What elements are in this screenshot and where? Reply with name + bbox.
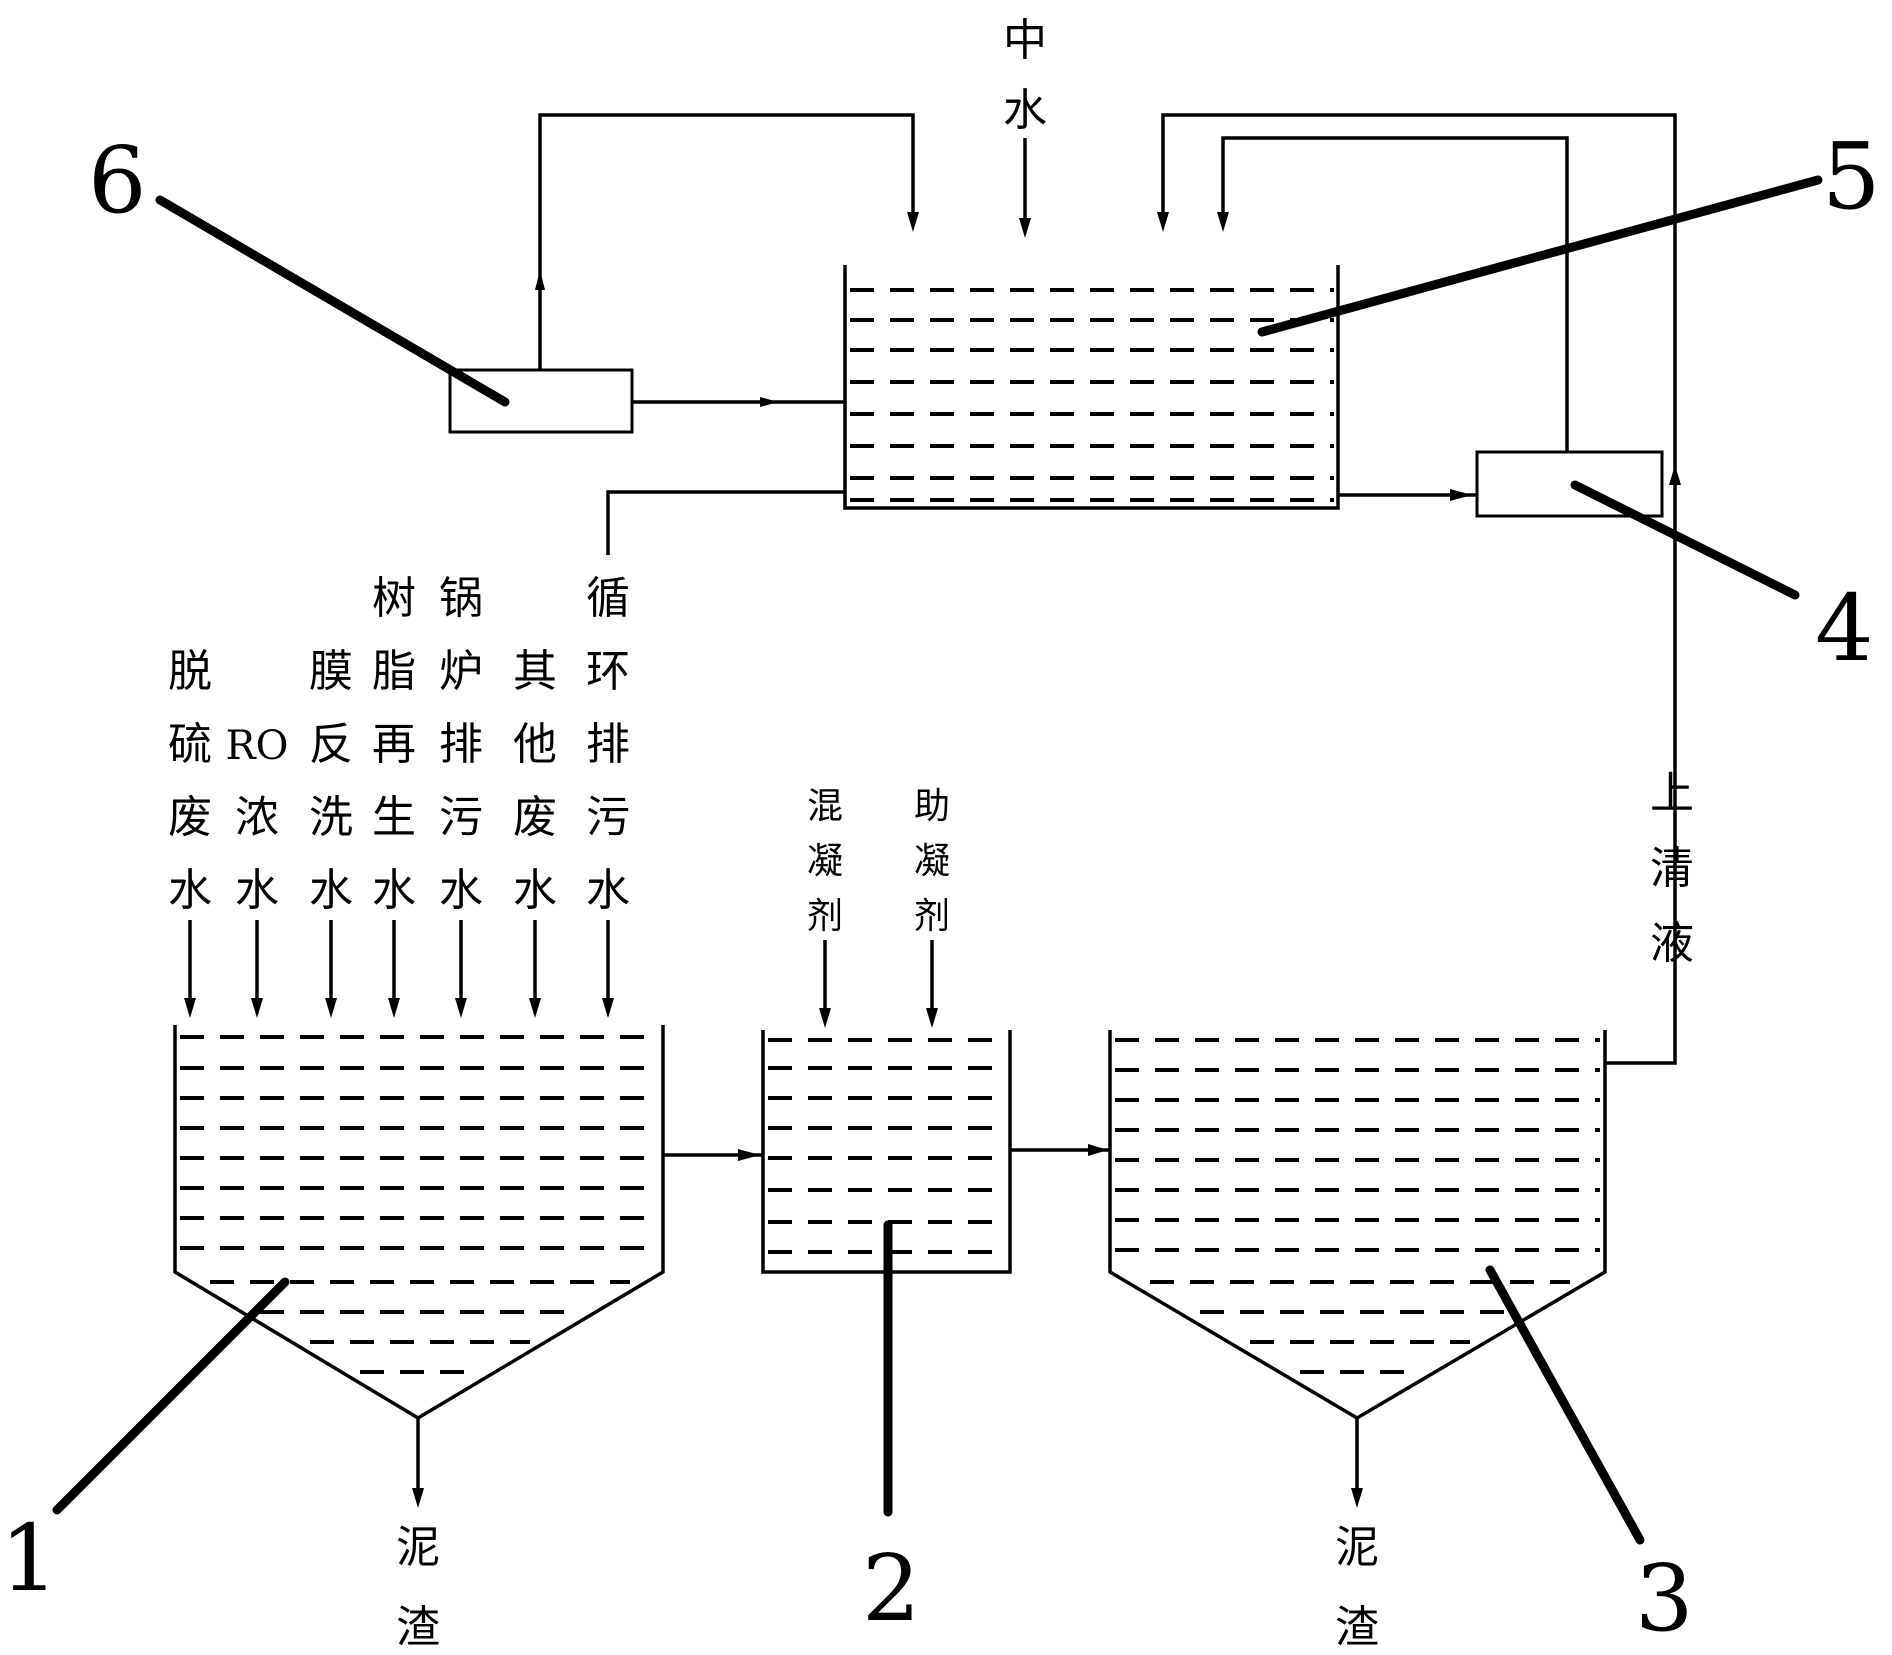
coagulant-arrow	[819, 1008, 831, 1028]
label-number-2: 2	[862, 1535, 921, 1642]
tank-1-water	[180, 1035, 660, 1374]
tank-5	[843, 265, 1340, 510]
reclaimed-water-arrow	[1019, 218, 1031, 238]
pipe-4-return	[1221, 136, 1569, 452]
label-input-3: 膜反洗水	[309, 646, 353, 916]
leader-5	[1257, 175, 1823, 337]
leader-6	[155, 195, 510, 407]
label-supernatant: 上清液	[1650, 768, 1694, 969]
label-number-3: 3	[1635, 1545, 1694, 1652]
pipe-5-to-4-arrow	[1450, 489, 1472, 501]
leader-4	[1570, 480, 1800, 600]
label-input-4: 树脂再生水	[372, 573, 416, 916]
label-reclaimed-water: 中水	[1003, 15, 1047, 136]
tank-3-water	[1115, 1038, 1600, 1374]
pipe-2-to-3-arrow	[1088, 1144, 1108, 1156]
label-input-6: 其他废水	[513, 646, 557, 916]
tank-1-inputs	[184, 920, 614, 1018]
label-input-5: 锅炉排污水	[439, 573, 483, 916]
sludge-outlet-3-arrow	[1351, 1488, 1363, 1508]
tank-3	[1108, 1030, 1607, 1421]
leader-3	[1485, 1265, 1645, 1545]
tank-1	[173, 1025, 665, 1421]
label-number-4: 4	[1815, 575, 1874, 682]
label-sludge-left: 泥渣	[396, 1522, 440, 1653]
pipe-supernatant	[1161, 113, 1677, 1065]
pipe-6-return	[538, 113, 915, 370]
pipe-1-to-2-arrow	[738, 1149, 760, 1161]
supernatant-up-arrow	[1669, 465, 1681, 485]
pipe-6-up-arrow	[535, 270, 545, 290]
label-input-7: 循环排污水	[586, 573, 630, 916]
sludge-outlet-1-arrow	[412, 1488, 424, 1508]
tank-5-water	[850, 288, 1334, 502]
equipment-6	[448, 368, 634, 434]
pipe-circulating-feed	[606, 490, 845, 555]
flocculant-arrow	[926, 1008, 938, 1028]
equipment-4	[1475, 450, 1664, 518]
tank-2-water	[768, 1038, 1006, 1254]
label-input-1: 脱硫废水	[168, 646, 212, 916]
label-coagulant: 混凝剂	[807, 786, 843, 937]
supernatant-down-arrow	[1157, 212, 1169, 232]
pipe-6-down-arrow	[907, 212, 919, 232]
label-number-6: 6	[88, 127, 147, 234]
label-sludge-right: 泥渣	[1335, 1522, 1379, 1653]
pipe-4-down-arrow	[1217, 212, 1229, 232]
label-number-1: 1	[0, 1505, 59, 1612]
pipe-5-to-6-arrow	[760, 397, 778, 407]
label-flocculant: 助凝剂	[914, 786, 950, 937]
leader-1	[52, 1277, 290, 1515]
label-number-5: 5	[1822, 123, 1881, 230]
